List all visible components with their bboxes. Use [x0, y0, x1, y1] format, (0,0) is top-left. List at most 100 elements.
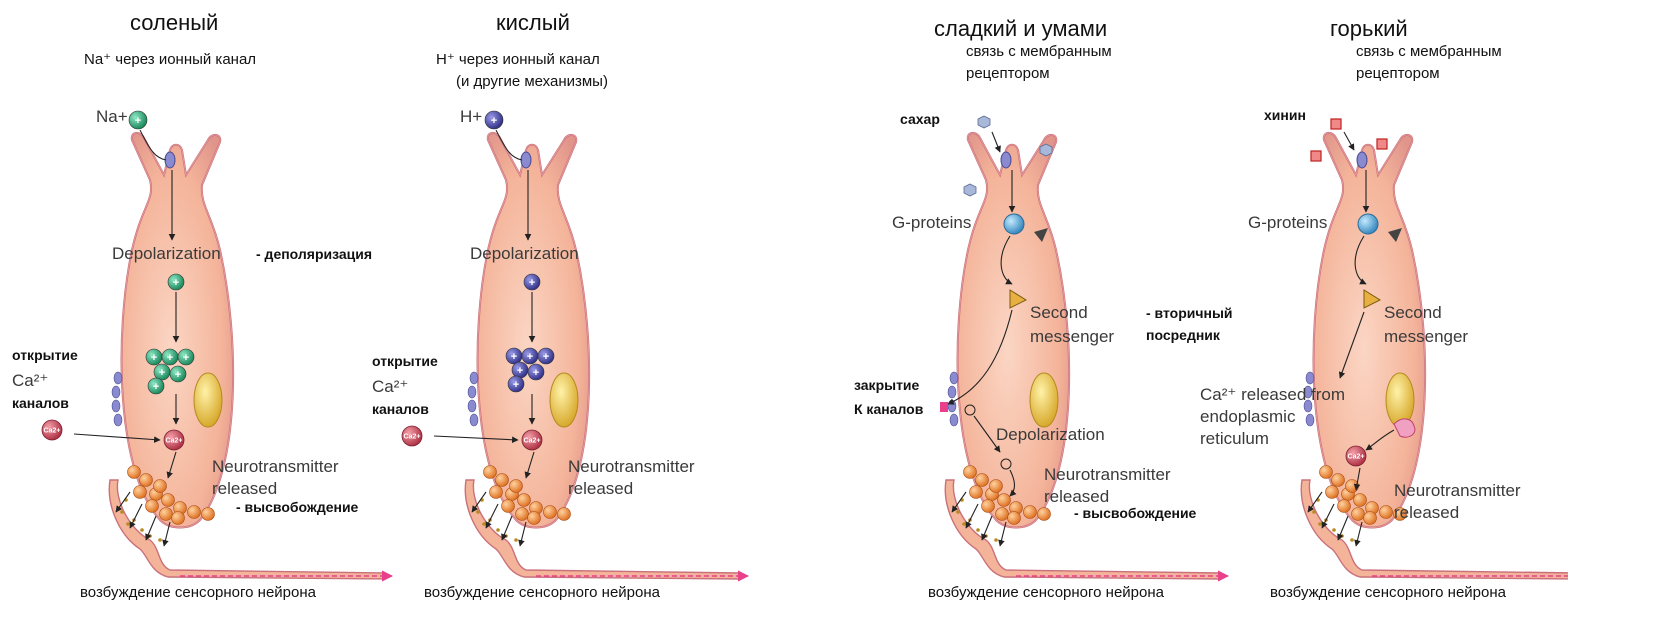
vesicle [990, 480, 1003, 493]
h-ion: + [512, 362, 528, 378]
g-proteins-label: G-proteins [1248, 213, 1327, 232]
release-label: Neurotransmitter [1044, 465, 1171, 484]
quinine-molecule [1311, 151, 1321, 161]
vesicle [172, 512, 185, 525]
ion-label: Na+ [96, 107, 128, 126]
na-ion: + [178, 349, 194, 365]
ca-release-label: Ca²⁺ released from [1200, 385, 1345, 404]
vesicle [484, 466, 497, 479]
vesicle [140, 474, 153, 487]
panel-subtitle: (и другие механизмы) [456, 73, 608, 90]
second-messenger-label: Second [1384, 303, 1442, 322]
vesicle [1352, 508, 1365, 521]
na-ion: + [146, 349, 162, 365]
release-ru-label: - высвобождение [1074, 505, 1197, 521]
channel-note: закрытие [854, 377, 920, 393]
release-label: Neurotransmitter [212, 457, 339, 476]
h-ion: + [528, 364, 544, 380]
ligand-label: сахар [900, 111, 940, 127]
quinine-molecule [1331, 119, 1341, 129]
membrane-channel [468, 400, 476, 412]
h-ion: + [538, 348, 554, 364]
membrane-channel [112, 386, 120, 398]
membrane-channel [950, 372, 958, 384]
g-proteins-label: G-proteins [892, 213, 971, 232]
na-ion: + [129, 111, 147, 129]
vesicle [1024, 506, 1037, 519]
ca-ion-inside: Ca2+ [164, 430, 184, 450]
vesicle [516, 508, 529, 521]
channel-note: К каналов [854, 401, 924, 417]
vesicle [128, 466, 141, 479]
channel-note-ca: Ca²⁺ [12, 371, 48, 390]
panel-title: кислый [496, 10, 570, 35]
vesicle [1354, 494, 1367, 507]
release-arrow [130, 504, 142, 528]
membrane-channel [1306, 414, 1314, 426]
second-messenger-ru-label: - вторичный [1146, 305, 1233, 321]
panel-title: горький [1330, 16, 1408, 41]
membrane-channel [948, 386, 956, 398]
vesicle [160, 508, 173, 521]
vesicle [188, 506, 201, 519]
second-messenger-label: messenger [1030, 327, 1114, 346]
release-label: Neurotransmitter [1394, 481, 1521, 500]
svg-text:Ca2+: Ca2+ [44, 428, 61, 435]
membrane-channel [470, 414, 478, 426]
vesicle [134, 486, 147, 499]
panel-subtitle: рецептором [966, 65, 1050, 82]
release-label: Neurotransmitter [568, 457, 695, 476]
panel-title: соленый [130, 10, 218, 35]
h-ion: + [524, 274, 540, 290]
footer-label: возбуждение сенсорного нейрона [1270, 584, 1507, 601]
ca-release-label: endoplasmic [1200, 407, 1296, 426]
svg-text:+: + [183, 352, 189, 364]
svg-text:+: + [527, 351, 533, 363]
na-ion: + [170, 366, 186, 382]
channel-note-ca: Ca²⁺ [372, 377, 408, 396]
svg-text:+: + [159, 367, 165, 379]
nucleus [550, 373, 578, 427]
svg-text:+: + [175, 369, 181, 381]
panel-subtitle: связь с мембранным [966, 43, 1112, 60]
svg-text:Ca2+: Ca2+ [1348, 454, 1365, 461]
panel-subtitle: H⁺ через ионный канал [436, 51, 600, 68]
ion-channel [165, 152, 175, 168]
membrane-channel [468, 386, 476, 398]
h-ion: + [522, 348, 538, 364]
ca-ion-inside: Ca2+ [1346, 446, 1366, 466]
vesicle [1320, 466, 1333, 479]
sugar-molecule [978, 116, 990, 128]
panel-sweet-umami: сладкий и умами связь с мембранным рецепто… [854, 16, 1233, 601]
vesicle [982, 500, 995, 513]
sugar-molecule [1040, 144, 1052, 156]
sugar-molecule [964, 184, 976, 196]
vesicle [1364, 512, 1377, 525]
membrane-channel [470, 372, 478, 384]
svg-text:+: + [167, 352, 173, 364]
depolarization-ru-label: - деполяризация [256, 246, 372, 262]
k-channel-closed [940, 402, 948, 412]
release-arrow [486, 504, 498, 528]
binding-arrow [1344, 132, 1354, 150]
vesicle [502, 500, 515, 513]
release-arrow [966, 504, 978, 528]
svg-text:+: + [511, 351, 517, 363]
svg-text:+: + [517, 365, 523, 377]
panel-title: сладкий и умами [934, 16, 1107, 41]
release-ru-label: - высвобождение [236, 499, 359, 515]
svg-text:+: + [491, 115, 497, 127]
vesicle [1038, 508, 1051, 521]
vesicle [510, 480, 523, 493]
release-label: released [1044, 487, 1109, 506]
panel-subtitle: связь с мембранным [1356, 43, 1502, 60]
release-arrow [1322, 504, 1334, 528]
second-messenger-ru-label: посредник [1146, 327, 1221, 343]
svg-text:+: + [135, 115, 141, 127]
depolarization-label: Depolarization [996, 425, 1105, 444]
vesicle [964, 466, 977, 479]
na-ion: + [168, 274, 184, 290]
membrane-channel [114, 414, 122, 426]
